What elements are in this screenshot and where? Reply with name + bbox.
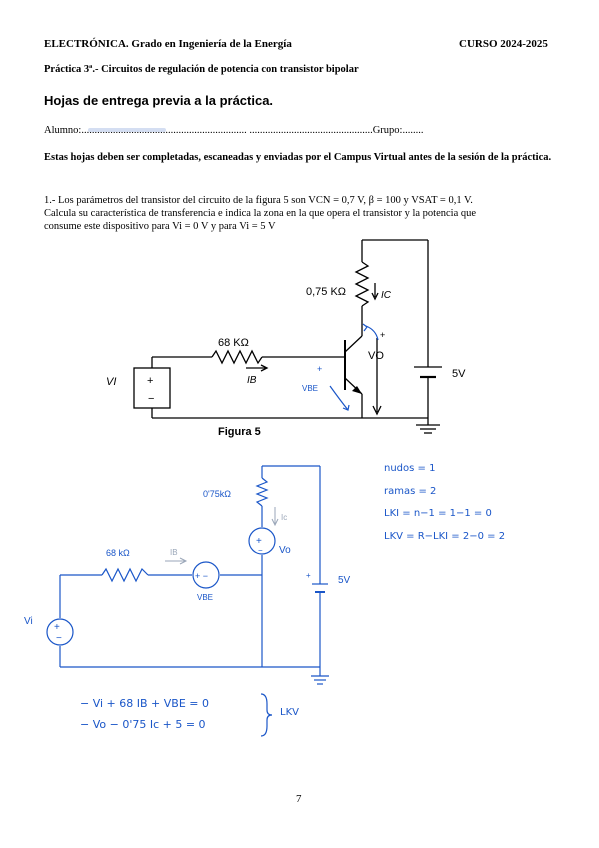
rb-label: 68 KΩ [218,337,249,349]
course-title: ELECTRÓNICA. Grado en Ingeniería de la E… [44,38,292,50]
student-label: Alumno: [44,125,82,136]
rb-resistor [211,349,263,365]
note-lki: LKI = n−1 = 1−1 = 0 [384,508,492,519]
hw-ib-label: IB [170,548,178,557]
question1-line2: Calcula su característica de transferenc… [44,208,477,219]
vi-label: VI [106,376,116,388]
name-scribble [88,128,166,132]
equation-1: − Vi + 68 IB + VBE = 0 [80,697,209,710]
hw-rb-resistor [101,567,149,583]
hw-vo-plus: + [256,536,262,547]
emitter-arrowhead [352,386,362,394]
vo-plus: + [380,330,385,340]
vo-label: VO [368,350,384,362]
note-lkv: LKV = R−LKI = 2−0 = 2 [384,531,506,542]
vcc-label: 5V [452,368,466,380]
hw-rc-resistor [255,477,269,507]
question1-line3: consume este dispositivo para Vi = 0 V y… [44,221,276,232]
hw-ic-label: Ic [281,513,287,522]
instructions: Estas hojas deben ser completadas, escan… [44,152,552,163]
equation-2: − Vo − 0'75 Ic + 5 = 0 [80,718,206,731]
question1-line1: 1.- Los parámetros del transistor del ci… [44,195,473,206]
ic-label: IC [381,290,392,301]
page-number: 7 [296,793,302,805]
vi-plus: + [147,375,153,387]
hw-vbe-plus-minus: + − [195,571,208,581]
hw-rc-label: 0'75kΩ [203,489,231,499]
hw-vo-source [248,527,276,555]
hw-vbe-label: VBE [197,593,213,602]
transistor-collector [344,335,363,353]
student-dots: ........................................… [81,125,373,136]
rc-resistor [354,261,370,307]
hw-vi-source [46,618,74,646]
hw-vcc-plus: + [306,571,311,580]
note-nodos: nudos = 1 [384,463,436,474]
figure5-caption: Figura 5 [218,426,261,438]
hw-vo-label: Vo [279,545,291,556]
hw-vcc-label: 5V [338,575,351,586]
vbe-label: VBE [302,384,318,393]
note-ramas: ramas = 2 [384,486,437,497]
vi-minus: − [148,393,154,405]
hw-rb-label: 68 kΩ [106,548,130,558]
hw-vi-plus: + [54,622,60,633]
section-title: Hojas de entrega previa a la práctica. [44,93,274,108]
hw-vi-minus: − [56,633,62,644]
group-label: Grupo: [372,125,403,136]
rc-label: 0,75 KΩ [306,286,346,298]
vbe-plus: + [317,364,322,374]
group-dots: ........ [402,125,424,136]
practice-title: Práctica 3ª.- Circuitos de regulación de… [44,64,359,75]
equations-tag: LKV [280,707,299,718]
student-field: Alumno:.................................… [44,124,423,137]
ib-label: IB [247,375,257,386]
equations-brace [260,693,273,737]
hw-vbe-source [192,561,220,589]
hw-vo-minus: − [258,546,263,555]
course-year: CURSO 2024-2025 [459,38,548,50]
vbe-blue-arc [329,385,349,411]
hw-vi-label: Vi [24,616,33,627]
